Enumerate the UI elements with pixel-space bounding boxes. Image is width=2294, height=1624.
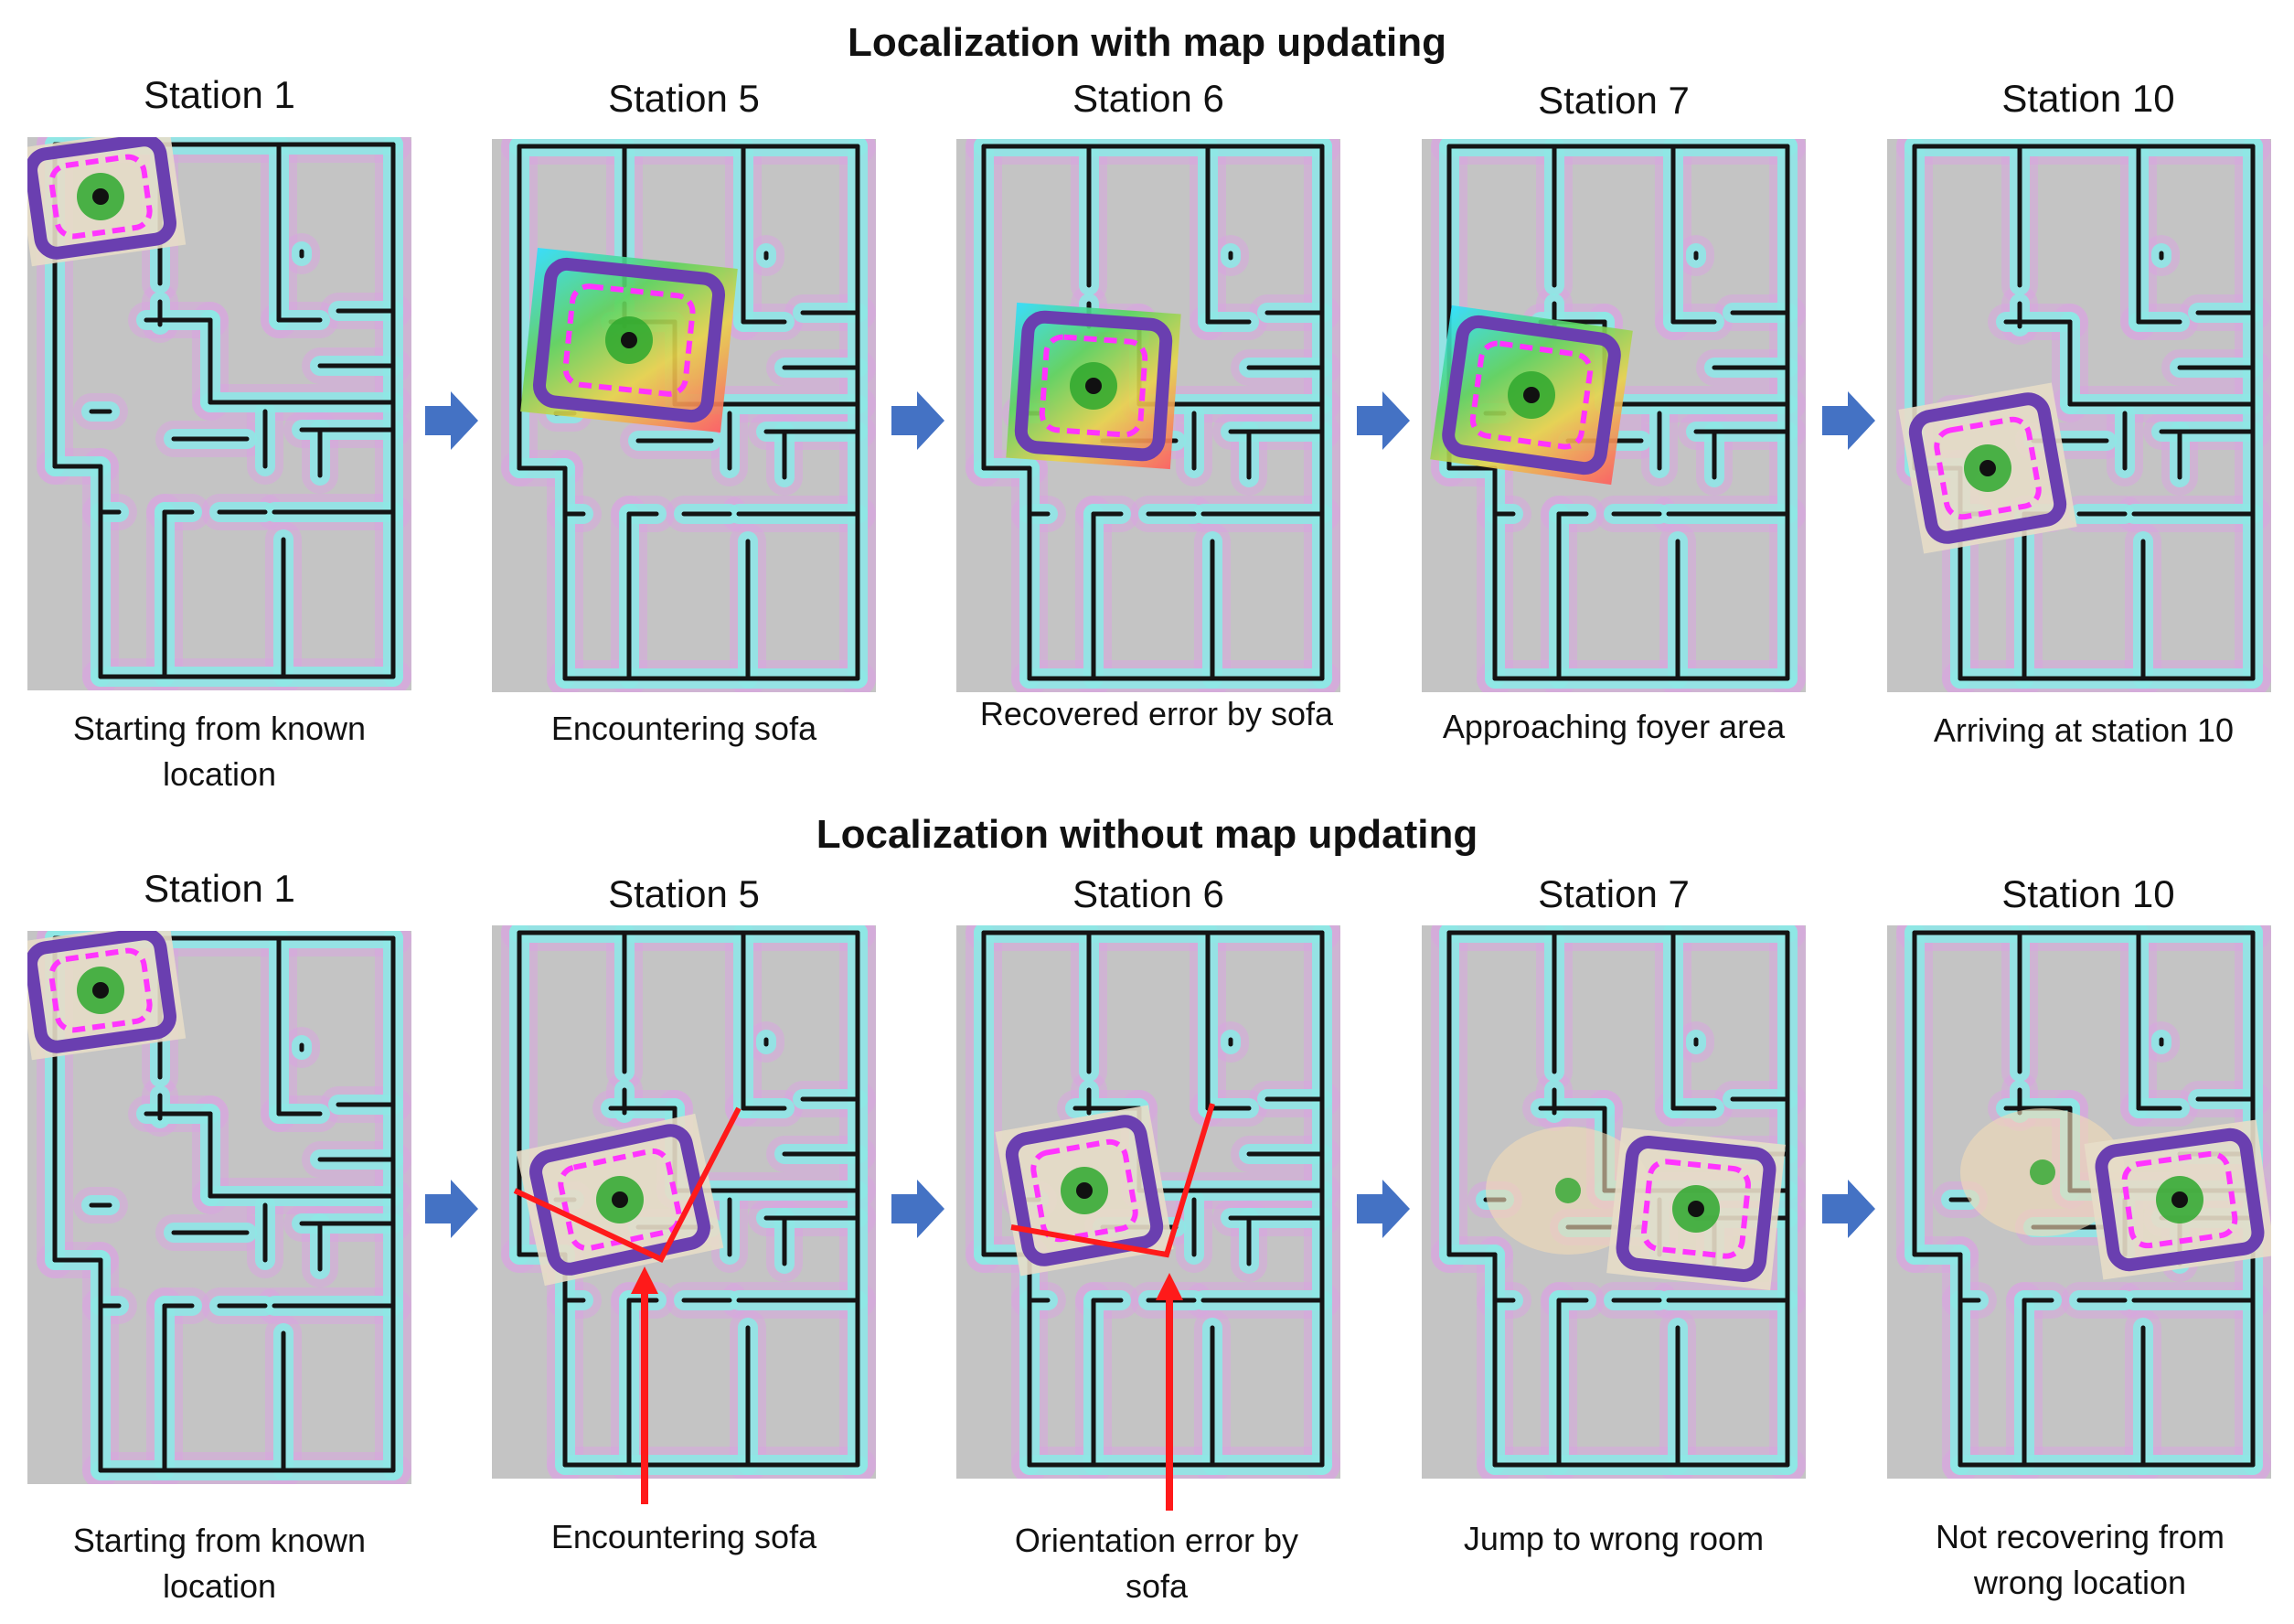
caption: Starting from known location: [5, 1518, 434, 1609]
caption-line: sofa: [1125, 1567, 1189, 1605]
flow-arrow-icon: [891, 391, 944, 450]
caption: Recovered error by sofa: [942, 691, 1371, 737]
floor-map-graphic: [27, 137, 411, 690]
map-panel: [1887, 139, 2271, 692]
caption-line: Encountering sofa: [550, 1518, 817, 1555]
caption-line: Jump to wrong room: [1463, 1520, 1765, 1557]
station-label: Station 5: [608, 77, 760, 120]
caption-line: wrong location: [1973, 1564, 2187, 1601]
section-title-without-map-updating: Localization without map updating: [816, 812, 1478, 857]
arrow-shape: [1357, 1180, 1410, 1238]
station-label: Station 1: [144, 73, 295, 116]
caption: Encountering sofa: [469, 706, 899, 752]
flow-arrow-icon: [425, 391, 478, 450]
arrow-shape: [631, 1266, 658, 1504]
flow-arrow-icon: [1822, 1180, 1875, 1238]
map-panel: [956, 139, 1340, 692]
floor-map-graphic: [1887, 139, 2271, 692]
station-label: Station 10: [2001, 872, 2175, 915]
caption: Arriving at station 10: [1869, 708, 2294, 753]
station-label: Station 6: [1072, 77, 1224, 120]
flow-arrow-icon: [1822, 391, 1875, 450]
station-label: Station 7: [1538, 872, 1690, 915]
map-panel: [1422, 925, 1806, 1479]
map-panel: [1887, 925, 2271, 1479]
caption-line: location: [162, 1567, 277, 1605]
station-label: Station 1: [144, 867, 295, 910]
map-panel: [1422, 139, 1806, 692]
caption: Not recovering from wrong location: [1865, 1514, 2294, 1606]
floor-map-graphic: [956, 925, 1340, 1479]
station-label: Station 5: [608, 872, 760, 915]
map-panel: [492, 139, 876, 692]
flow-arrow-icon: [1357, 1180, 1410, 1238]
section-title-with-map-updating: Localization with map updating: [847, 20, 1447, 65]
station-label: Station 7: [1538, 79, 1690, 122]
caption-line: Not recovering from: [1935, 1518, 2225, 1555]
caption-line: Orientation error by: [1014, 1522, 1299, 1559]
flow-arrow-icon: [425, 1180, 478, 1238]
arrow-shape: [1822, 391, 1875, 450]
map-panel: [27, 931, 411, 1484]
caption-line: Starting from known: [72, 710, 367, 747]
floor-map-graphic: [956, 139, 1340, 692]
station-label: Station 6: [1072, 872, 1224, 915]
caption-line: Arriving at station 10: [1933, 711, 2235, 749]
floor-map-graphic: [27, 931, 411, 1484]
arrow-shape: [891, 391, 944, 450]
arrow-shape: [1822, 1180, 1875, 1238]
flow-arrow-icon: [1357, 391, 1410, 450]
flow-arrow-icon: [891, 1180, 944, 1238]
caption: Approaching foyer area: [1399, 704, 1829, 750]
floor-map-graphic: [492, 139, 876, 692]
caption-line: Approaching foyer area: [1442, 708, 1786, 745]
caption: Starting from known location: [5, 706, 434, 797]
caption-line: location: [162, 755, 277, 793]
floor-map-graphic: [1887, 925, 2271, 1479]
map-panel: [956, 925, 1340, 1479]
caption: Encountering sofa: [469, 1514, 899, 1560]
caption-line: Encountering sofa: [550, 710, 817, 747]
map-panel: [27, 137, 411, 690]
caption-line: Starting from known: [72, 1522, 367, 1559]
floor-map-graphic: [492, 925, 876, 1479]
arrow-shape: [1357, 391, 1410, 450]
arrow-shape: [425, 1180, 478, 1238]
red-pointer-arrow-icon: [1156, 1273, 1183, 1511]
station-label: Station 10: [2001, 77, 2175, 120]
caption-line: Recovered error by sofa: [979, 695, 1334, 732]
arrow-shape: [1156, 1273, 1183, 1511]
floor-map-graphic: [1422, 925, 1806, 1479]
map-panel: [492, 925, 876, 1479]
arrow-shape: [891, 1180, 944, 1238]
floor-map-graphic: [1422, 139, 1806, 692]
red-pointer-arrow-icon: [631, 1266, 658, 1504]
caption: Jump to wrong room: [1399, 1516, 1829, 1562]
caption: Orientation error by sofa: [942, 1518, 1371, 1609]
arrow-shape: [425, 391, 478, 450]
